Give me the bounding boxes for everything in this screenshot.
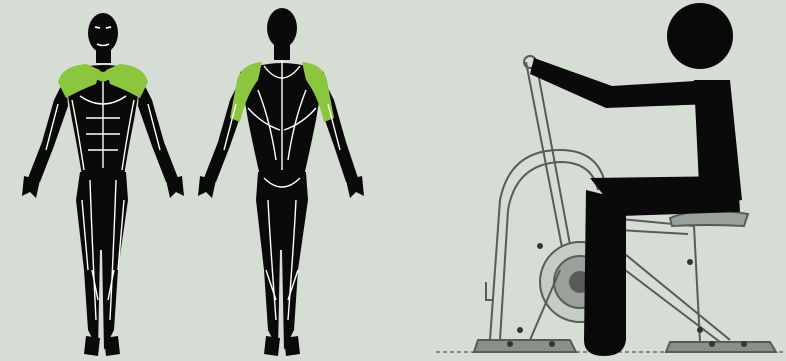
front-feet — [84, 336, 120, 356]
person-shin — [584, 190, 626, 356]
front-head — [88, 13, 118, 53]
front-body-figure — [22, 13, 184, 356]
front-base-plate — [474, 340, 576, 352]
back-legs — [256, 172, 308, 350]
back-feet — [264, 336, 300, 356]
person-head — [667, 3, 733, 69]
front-legs — [76, 172, 128, 350]
front-right-arm — [138, 76, 178, 182]
back-body-figure — [198, 8, 364, 356]
back-head — [267, 8, 297, 48]
rear-base-plate — [666, 342, 776, 352]
front-left-arm — [28, 76, 68, 182]
handle-column — [526, 62, 574, 268]
person-arm — [530, 58, 712, 108]
